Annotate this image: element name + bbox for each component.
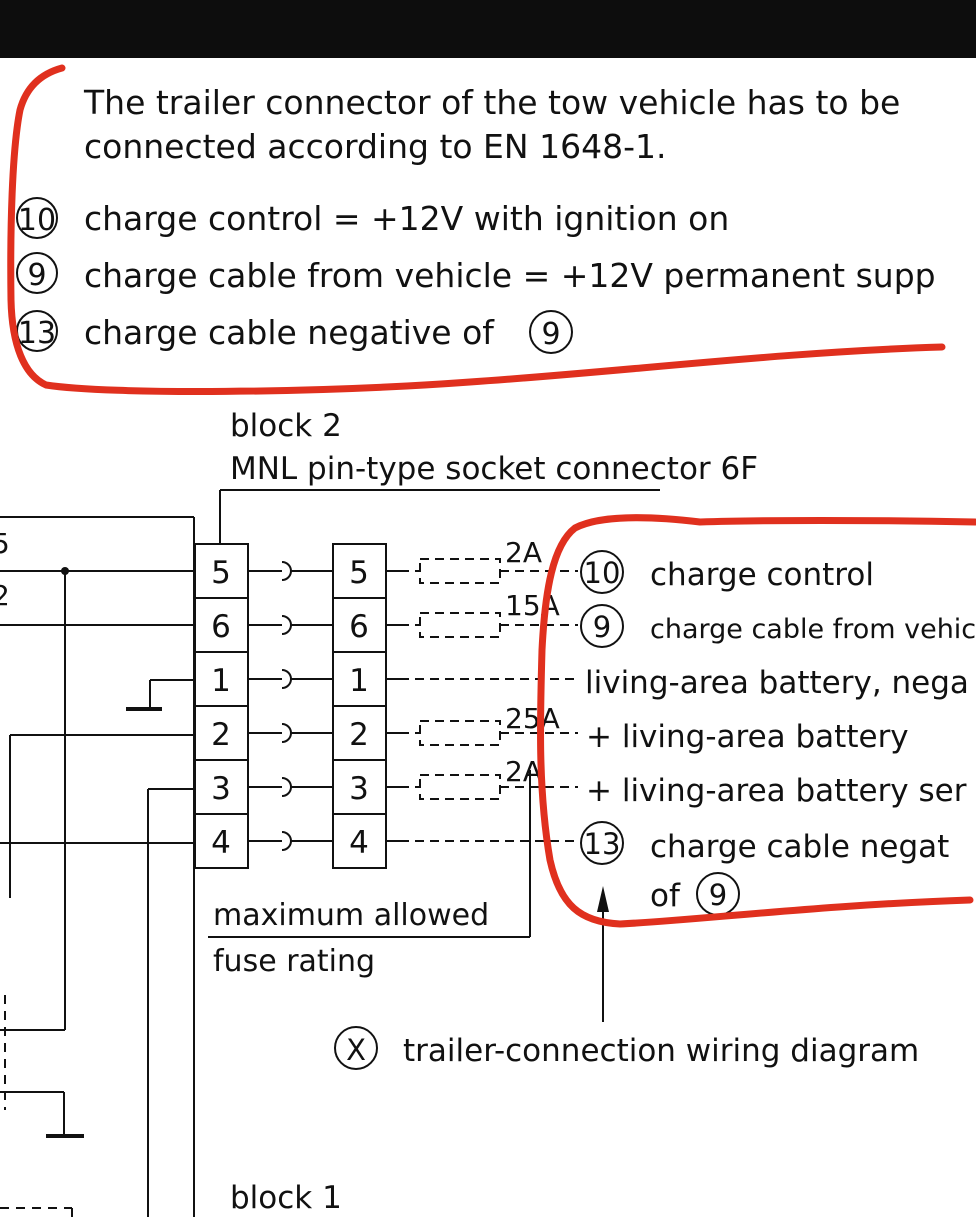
pin-2-socket-label: 2	[211, 717, 231, 753]
conn-battery-positive-label: + living-area battery	[586, 719, 909, 755]
red-annotation-right	[536, 514, 976, 928]
note-1-circle	[16, 197, 58, 239]
note-2-text: charge cable from vehicle = +12V permane…	[84, 256, 936, 295]
pin-5-plug-label: 5	[349, 555, 369, 591]
pin-3-plug-label: 3	[349, 771, 369, 807]
conn-9-label: charge cable from vehic	[650, 614, 976, 645]
block2-subtitle: MNL pin-type socket connector 6F	[230, 451, 758, 487]
pin-2-plug-symbol	[281, 723, 292, 743]
pin-6-fuse	[419, 612, 501, 638]
fuse-label-25a: 25A	[505, 702, 560, 735]
block1-title: block 1	[230, 1180, 342, 1216]
conn-9-circle	[580, 604, 624, 648]
legend-symbol: X	[346, 1033, 366, 1067]
left-label-2: 2	[0, 579, 10, 612]
pin-6-plug-label: 6	[349, 609, 369, 645]
top-bar	[0, 0, 976, 58]
legend-symbol-circle	[334, 1026, 378, 1070]
conn-13-ref: 9	[709, 878, 727, 912]
pin-3-fuse	[419, 774, 501, 800]
junction-dot	[61, 567, 69, 575]
note-3-number: 13	[18, 316, 56, 351]
conn-10-label: charge control	[650, 557, 874, 593]
pin-1-plug-symbol	[281, 669, 292, 689]
conn-10-number: 10	[584, 556, 621, 590]
left-label-5: 5	[0, 527, 10, 560]
conn-9-number: 9	[593, 610, 611, 644]
pin-4-socket-label: 4	[211, 825, 231, 861]
conn-10-circle	[580, 550, 624, 594]
pin-1-plug-label: 1	[349, 663, 369, 699]
note-1-text: charge control = +12V with ignition on	[84, 199, 729, 238]
pin-3-socket-label: 3	[211, 771, 231, 807]
fuse-caption-line-1: maximum allowed	[213, 898, 489, 933]
pin-6-plug-symbol	[281, 615, 292, 635]
note-2-number: 9	[27, 258, 46, 293]
pin-2-fuse	[419, 720, 501, 746]
pin-5-socket-label: 5	[211, 555, 231, 591]
pin-2-plug-label: 2	[349, 717, 369, 753]
note-3-ref-circle	[529, 310, 573, 354]
note-3-ref: 9	[541, 317, 560, 352]
note-3-text: charge cable negative of	[84, 313, 495, 352]
pin-1-socket-label: 1	[211, 663, 231, 699]
left-wiring	[0, 516, 195, 1217]
legend-arrow-head	[597, 886, 609, 912]
fuse-label-15a: 15A	[505, 589, 560, 622]
fuse-caption-line-2: fuse rating	[213, 944, 375, 979]
block2-title: block 2	[230, 408, 342, 444]
pin-3-plug-symbol	[281, 777, 292, 797]
conn-13-number: 13	[584, 827, 621, 861]
legend-text: trailer-connection wiring diagram	[403, 1033, 919, 1069]
pin-4-plug-label: 4	[349, 825, 369, 861]
intro-line-2: connected according to EN 1648-1.	[84, 127, 666, 166]
conn-13-label-of: of	[650, 878, 681, 914]
pin-5-fuse	[419, 558, 501, 584]
pin-rows: 5 5 6 6 1 1 2 2 3 3 4 4	[194, 543, 578, 869]
note-2-circle	[16, 252, 58, 294]
note-1-number: 10	[18, 203, 56, 238]
left-dashed-boxes	[0, 995, 73, 1217]
conn-battery-sense-label: + living-area battery ser	[586, 773, 967, 809]
red-annotation-top	[7, 64, 946, 395]
pin-4-plug-symbol	[281, 831, 292, 851]
conn-battery-negative-label: living-area battery, nega	[585, 665, 969, 701]
intro-line-1: The trailer connector of the tow vehicle…	[83, 83, 900, 122]
fuse-label-2a: 2A	[505, 536, 542, 569]
pin-5-plug-symbol	[281, 561, 292, 581]
conn-13-circle	[580, 821, 624, 865]
fuse-label-2a-second: 2A	[505, 755, 542, 788]
pin-6-socket-label: 6	[211, 609, 231, 645]
conn-13-label: charge cable negat	[650, 829, 949, 865]
